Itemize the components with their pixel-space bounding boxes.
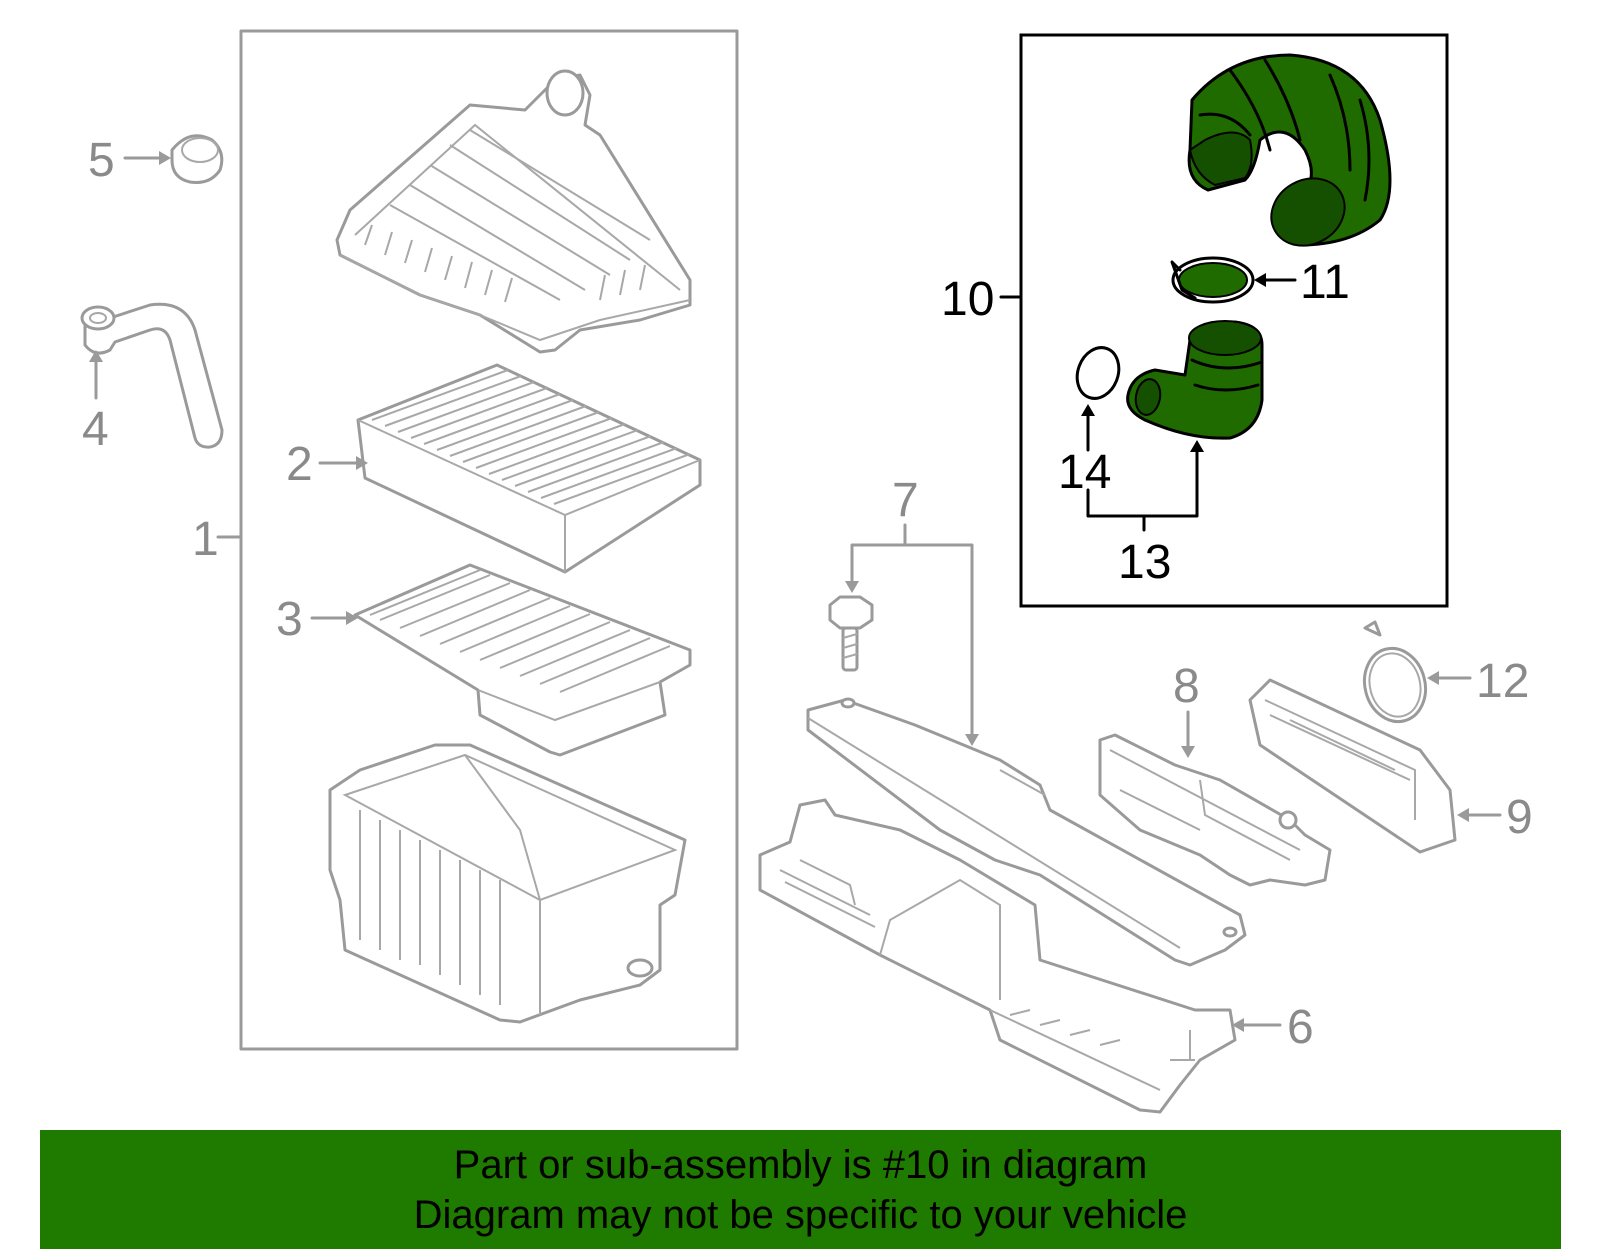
cap	[170, 134, 224, 184]
air-intake-hose	[1187, 53, 1392, 247]
callout-4: 4	[82, 403, 109, 456]
callout-11: 11	[1300, 256, 1350, 309]
o-ring	[1075, 346, 1121, 400]
callout-9: 9	[1506, 791, 1533, 844]
banner-line-2: Diagram may not be specific to your vehi…	[413, 1193, 1188, 1237]
callout-14: 14	[1058, 446, 1111, 499]
callout-8: 8	[1173, 660, 1200, 713]
banner-line-1: Part or sub-assembly is #10 in diagram	[453, 1143, 1148, 1187]
assembly-1-frame	[239, 29, 739, 1051]
air-duct-upper	[806, 697, 1247, 967]
clamp-ring	[1362, 620, 1428, 724]
resonator-bracket	[1098, 733, 1332, 887]
vent-hose	[80, 302, 224, 449]
callout-5: 5	[88, 134, 115, 187]
callout-2: 2	[286, 438, 313, 491]
callout-12: 12	[1476, 655, 1529, 708]
leader-lines	[89, 151, 1502, 1032]
air-duct-lower	[758, 798, 1237, 1114]
info-banner: Part or sub-assembly is #10 in diagram D…	[40, 1130, 1561, 1249]
hose-clamp	[1170, 256, 1255, 304]
callout-7: 7	[892, 474, 919, 527]
air-filter-element	[356, 363, 702, 574]
filter-tray	[353, 563, 692, 757]
intake-elbow	[1126, 320, 1264, 440]
air-cleaner-lower-housing	[328, 743, 687, 1024]
assembly-10-frame	[1019, 33, 1449, 608]
callout-10: 10	[941, 273, 994, 326]
air-intake-duct	[1248, 678, 1457, 854]
callout-3: 3	[276, 593, 303, 646]
callout-6: 6	[1287, 1001, 1314, 1054]
callout-1: 1	[192, 513, 219, 566]
callout-13: 13	[1118, 536, 1171, 589]
bolt	[828, 595, 874, 672]
air-cleaner-lid	[335, 69, 692, 354]
